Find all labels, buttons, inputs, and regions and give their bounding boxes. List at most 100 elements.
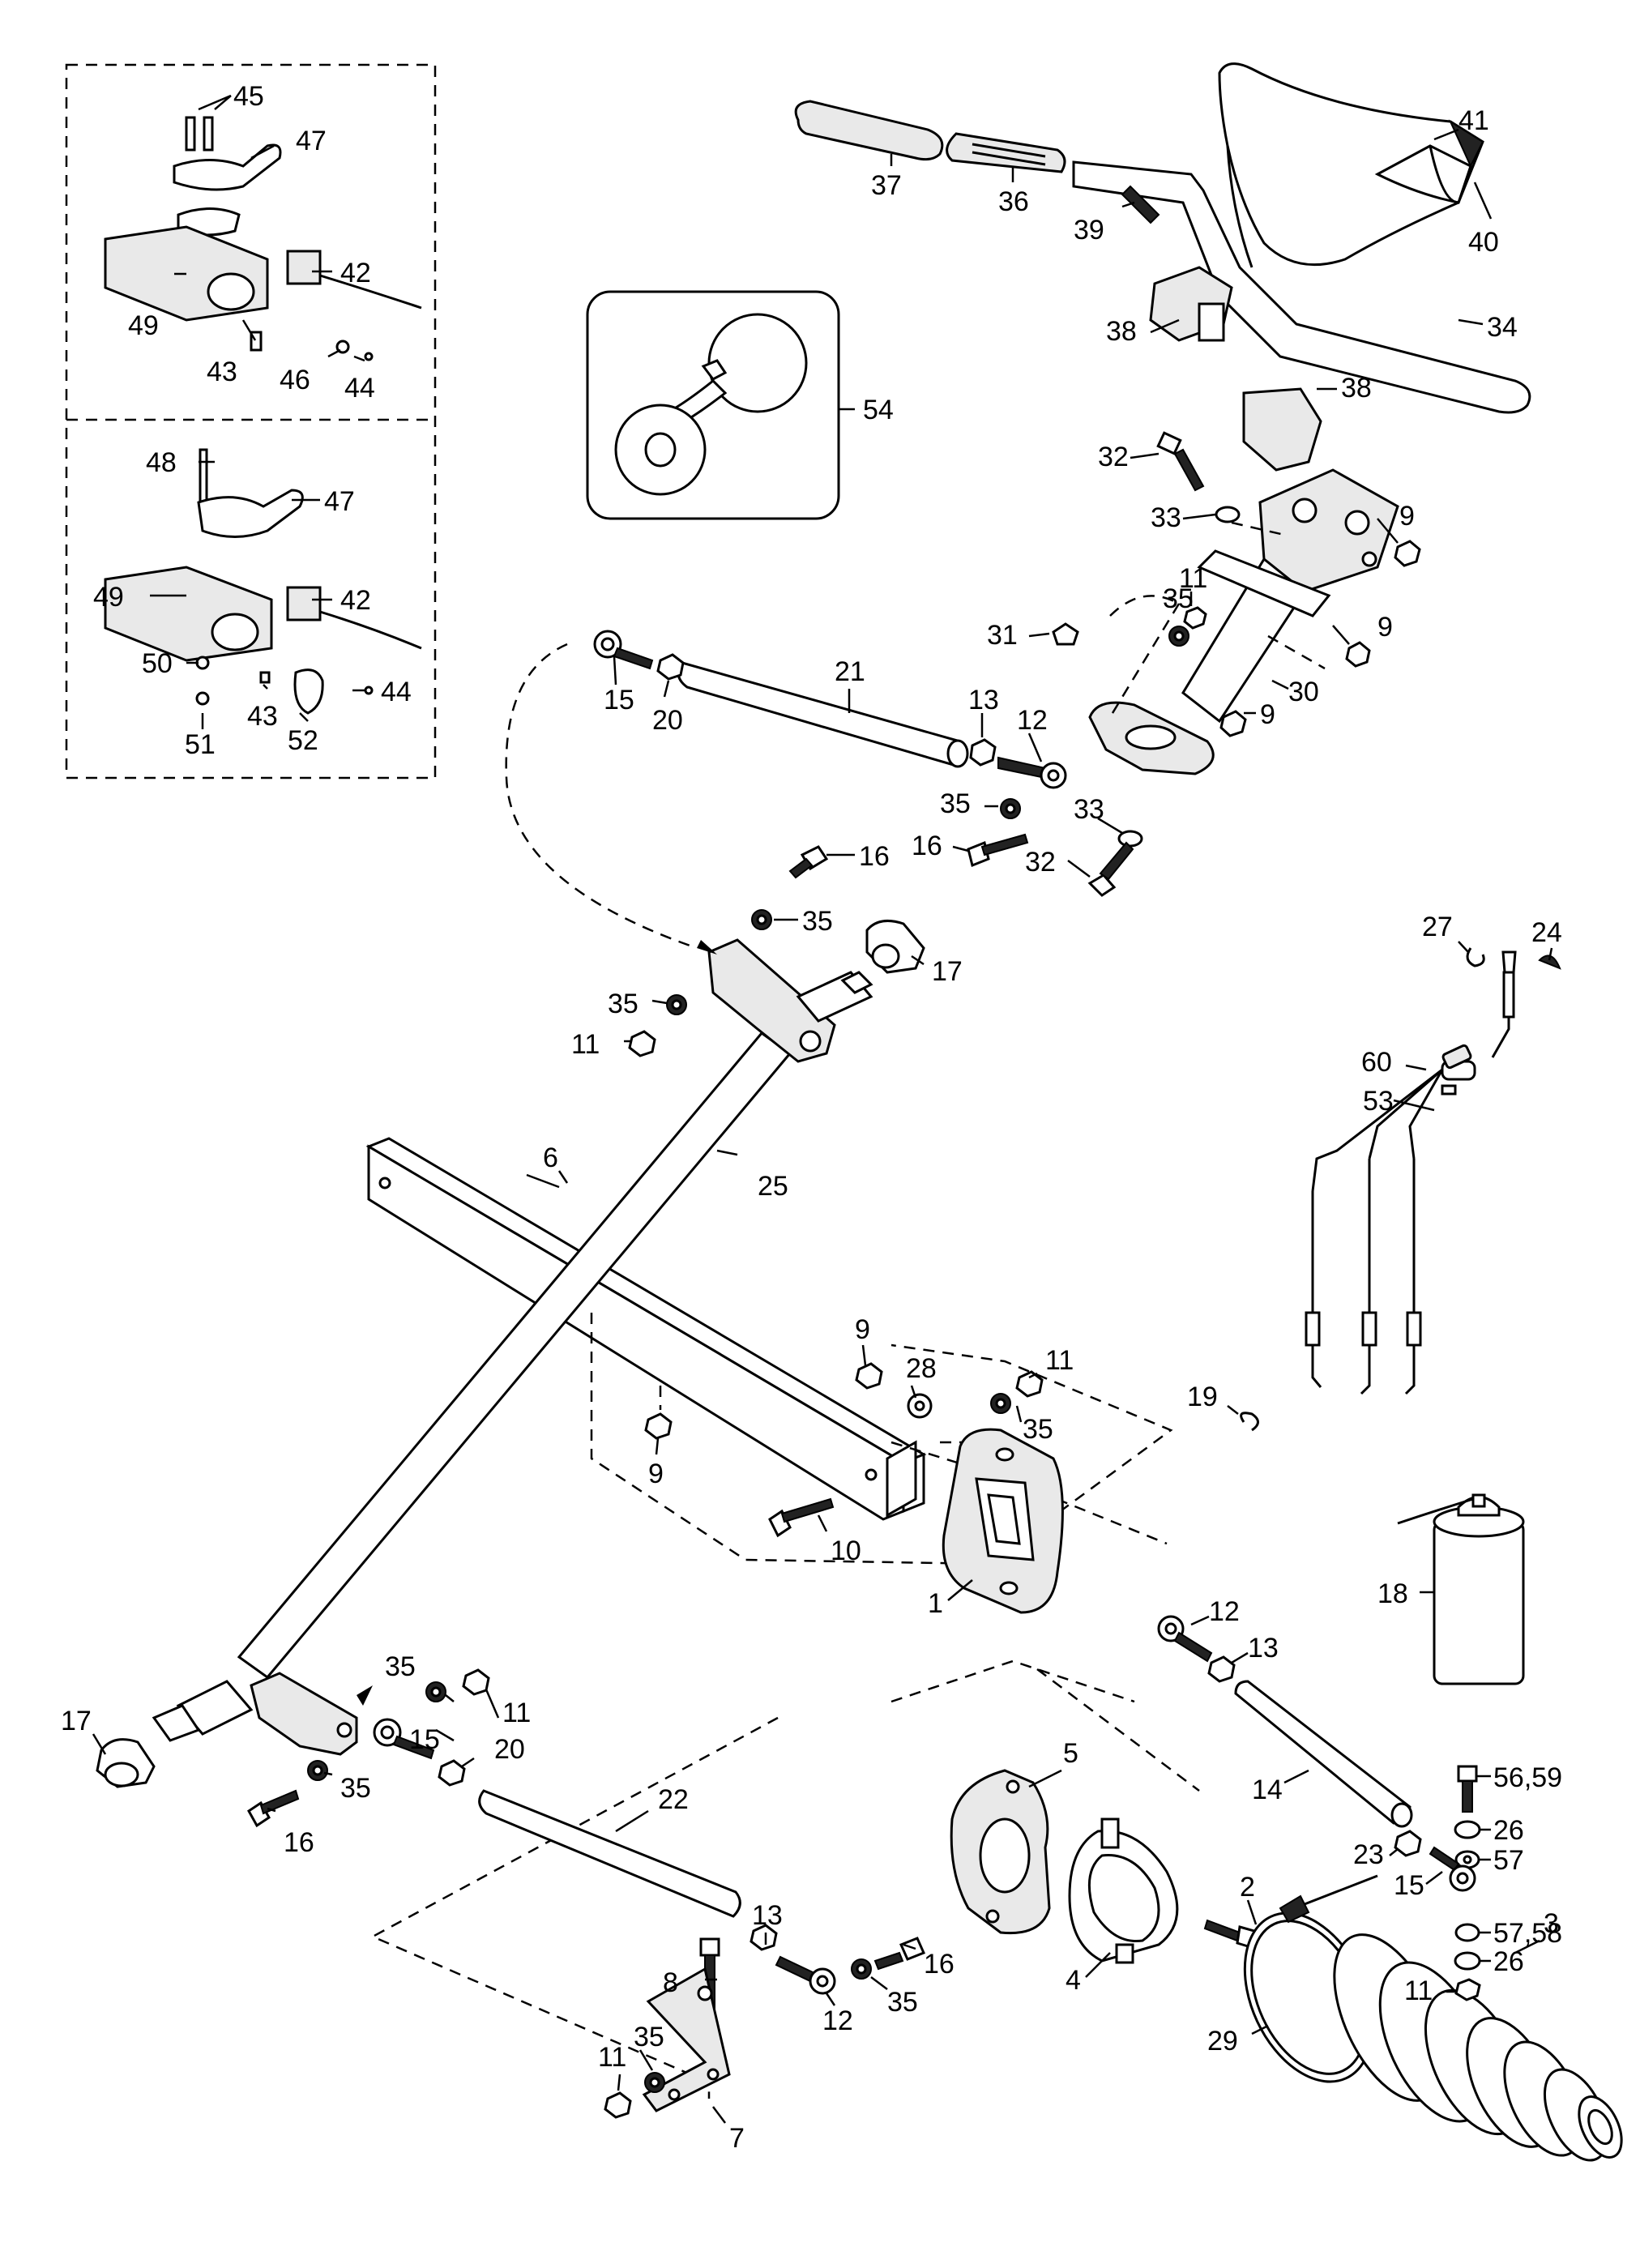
label-49b: 49: [93, 582, 124, 613]
label-51: 51: [185, 729, 216, 760]
label-42a: 42: [340, 258, 371, 288]
label-57: 57: [1493, 1845, 1524, 1876]
label-44a: 44: [344, 373, 375, 404]
label-32a: 32: [1098, 442, 1129, 472]
label-36: 36: [998, 186, 1029, 217]
label-8: 8: [663, 1967, 678, 1998]
label-44b: 44: [381, 677, 412, 707]
boot: [1333, 1933, 1623, 2162]
label-9c: 9: [1260, 699, 1275, 730]
label-11a: 11: [1179, 563, 1207, 594]
label-32b: 32: [1025, 847, 1056, 878]
label-35g: 35: [340, 1773, 371, 1804]
label-35h: 35: [887, 1987, 918, 2018]
label-50: 50: [142, 648, 173, 679]
label-30: 30: [1288, 677, 1319, 707]
right-middle-group: [1227, 941, 1561, 1685]
label-12a: 12: [1017, 705, 1048, 736]
label-4: 4: [1066, 1965, 1081, 1996]
label-21: 21: [835, 656, 865, 687]
label-40: 40: [1468, 227, 1499, 258]
label-45: 45: [233, 81, 264, 112]
label-9a: 9: [1399, 501, 1415, 532]
label-37: 37: [871, 170, 902, 201]
label-5: 5: [1063, 1738, 1078, 1769]
horn-inset: [586, 290, 855, 520]
label-35i: 35: [634, 2022, 664, 2052]
label-11d: 11: [502, 1698, 531, 1728]
label-52: 52: [288, 725, 318, 756]
label-16a: 16: [859, 841, 890, 872]
label-38b: 38: [1341, 373, 1372, 404]
label-38a: 38: [1106, 316, 1137, 347]
switch-inset-panel: [65, 63, 437, 779]
label-20b: 20: [494, 1734, 525, 1765]
label-26b: 26: [1493, 1946, 1524, 1977]
label-54: 54: [863, 395, 894, 425]
label-11c: 11: [1045, 1345, 1074, 1376]
label-49a: 49: [128, 310, 159, 341]
label-33b: 33: [1074, 794, 1104, 825]
label-1: 1: [928, 1588, 943, 1619]
label-17b: 17: [61, 1706, 92, 1736]
label-28: 28: [906, 1353, 937, 1384]
label-9b: 9: [1377, 612, 1393, 643]
label-20a: 20: [652, 705, 683, 736]
label-14: 14: [1252, 1775, 1283, 1805]
label-16d: 16: [924, 1949, 955, 1980]
label-42b: 42: [340, 585, 371, 616]
label-3: 3: [1544, 1908, 1559, 1939]
label-35a: 35: [1163, 583, 1194, 614]
label-43a: 43: [207, 357, 237, 387]
label-24: 24: [1531, 917, 1562, 948]
right-lower-group: [890, 1615, 1623, 2162]
lower-linkage-group: [247, 1313, 1173, 2124]
label-35e: 35: [1023, 1414, 1053, 1445]
label-60: 60: [1361, 1047, 1392, 1078]
label-48: 48: [146, 447, 177, 478]
label-13c: 13: [752, 1900, 783, 1931]
label-34: 34: [1487, 312, 1518, 343]
label-33a: 33: [1151, 502, 1181, 533]
upper-column-group: [677, 431, 1421, 897]
label-6: 6: [543, 1143, 558, 1173]
label-2: 2: [1240, 1872, 1255, 1903]
label-12b: 12: [1209, 1596, 1240, 1627]
label-23: 23: [1353, 1839, 1384, 1870]
label-9d: 9: [855, 1314, 870, 1345]
label-15c: 15: [1394, 1870, 1424, 1901]
label-53: 53: [1363, 1086, 1394, 1117]
label-26a: 26: [1493, 1815, 1524, 1846]
label-17a: 17: [932, 956, 963, 987]
label-41: 41: [1458, 105, 1489, 136]
label-16b: 16: [912, 831, 942, 861]
label-39: 39: [1074, 215, 1104, 246]
label-35c: 35: [802, 906, 833, 937]
label-25: 25: [758, 1171, 788, 1202]
label-57-58: 57,58: [1493, 1918, 1562, 1949]
label-18: 18: [1377, 1578, 1408, 1609]
label-46: 46: [280, 365, 310, 395]
label-47b: 47: [324, 486, 355, 517]
label-47a: 47: [296, 126, 327, 156]
main-column-group: [92, 630, 927, 1788]
label-29: 29: [1207, 2026, 1238, 2057]
upper-switch-assembly: [104, 116, 422, 361]
label-9e: 9: [648, 1459, 664, 1489]
label-11f: 11: [1404, 1975, 1433, 2006]
label-15b: 15: [409, 1724, 440, 1755]
label-56-59: 56,59: [1493, 1762, 1562, 1793]
label-7: 7: [729, 2123, 745, 2154]
label-11b: 11: [571, 1029, 600, 1060]
label-16c: 16: [284, 1827, 314, 1858]
label-31: 31: [987, 620, 1018, 651]
part-labels: 1 2 3 4 5 6 7 8 9 9 9 9 9 10 11 11 11 11…: [61, 81, 1562, 2154]
label-15a: 15: [604, 685, 634, 715]
label-12c: 12: [822, 2005, 853, 2036]
label-11e: 11: [598, 2042, 626, 2073]
label-22: 22: [658, 1784, 689, 1815]
label-35b: 35: [940, 788, 971, 819]
label-35d: 35: [608, 989, 638, 1019]
label-13b: 13: [1248, 1633, 1279, 1664]
